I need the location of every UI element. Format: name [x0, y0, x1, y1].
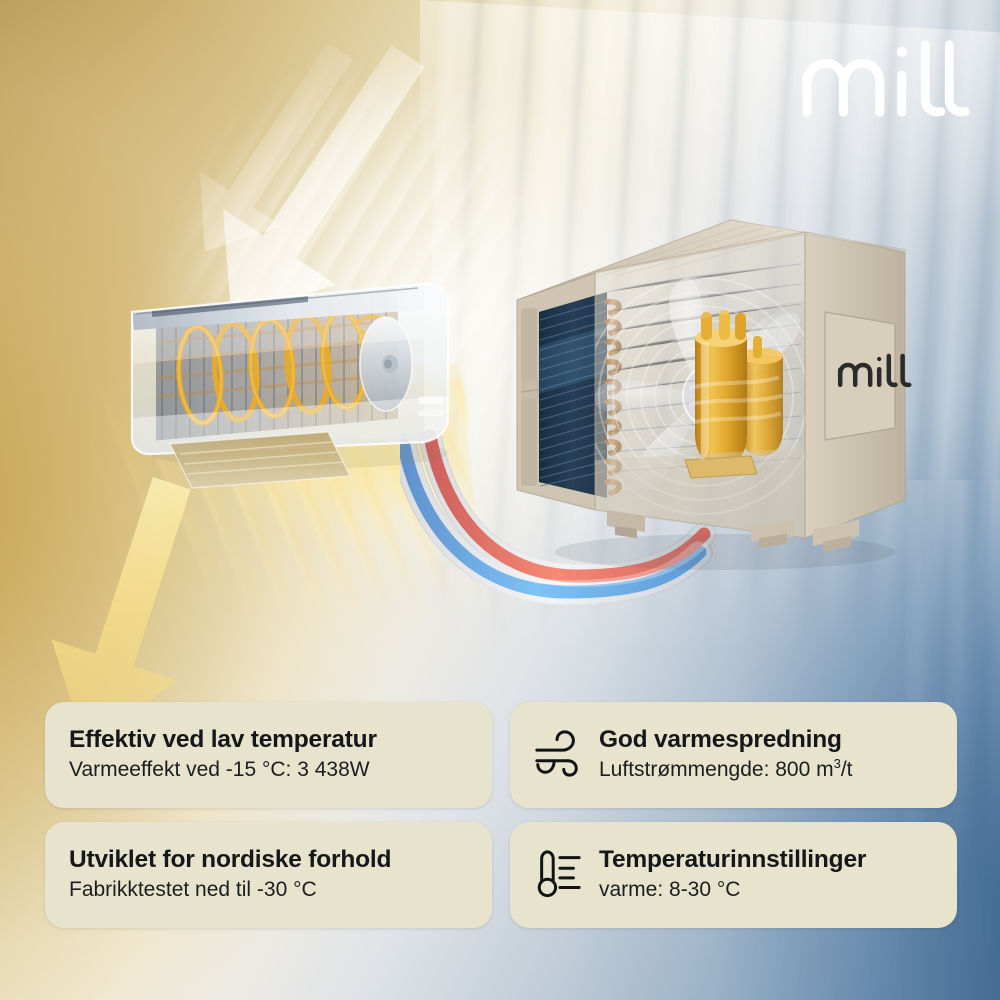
mill-wordmark-logo [802, 40, 970, 117]
feature-subtitle: Fabrikktestet ned til -30 °C [69, 877, 317, 901]
feature-title: Utviklet for nordiske forhold [69, 846, 392, 874]
refrigerant-pipes [400, 430, 716, 606]
feature-title: Effektiv ved lav temperatur [69, 726, 377, 754]
feature-subtitle: Varmeeffekt ved -15 °C: 3 438W [69, 757, 370, 781]
feature-card-grid: Effektiv ved lav temperatur Varmeeffekt … [45, 702, 957, 928]
cubic-exponent: 3 [833, 755, 841, 771]
feature-title: Temperaturinnstillinger [599, 846, 867, 874]
outdoor-condenser-unit [516, 219, 912, 570]
indoor-wall-unit [130, 282, 450, 489]
compressor-cylinders [684, 310, 783, 479]
feature-card-low-temperature: Effektiv ved lav temperatur Varmeeffekt … [45, 702, 492, 808]
feature-title: God varmespredning [599, 726, 842, 754]
feature-card-nordic-conditions: Utviklet for nordiske forhold Fabrikktes… [45, 822, 492, 928]
wind-icon [532, 728, 584, 780]
airflow-value: Luftstrømmengde: 800 m [599, 757, 834, 781]
mill-logo-dot [896, 46, 907, 57]
cool-airflow-arrow-icon [199, 42, 425, 318]
unit-mill-wordmark [837, 353, 912, 388]
thermometer-icon [532, 848, 584, 900]
airflow-unit-suffix: /t [840, 757, 853, 781]
warm-airflow-arrow-icon [51, 476, 191, 748]
feature-card-temperature-settings: Temperaturinnstillinger varme: 8-30 °C [510, 822, 957, 928]
feature-card-heat-distribution: God varmespredning Luftstrømmengde: 800 … [510, 702, 957, 808]
feature-subtitle: Luftstrømmengde: 800 m3/t [599, 757, 853, 782]
feature-subtitle: varme: 8-30 °C [599, 877, 741, 901]
